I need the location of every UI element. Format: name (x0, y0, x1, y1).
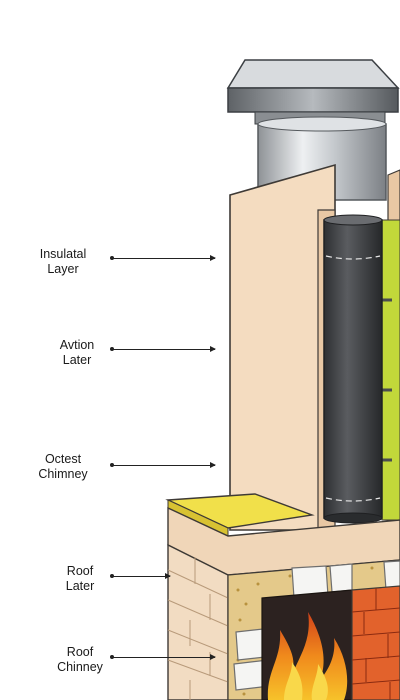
label-aviation-layer-line1: Avtion (59, 338, 95, 352)
label-insulation-layer: Insulatal Layer (8, 247, 118, 277)
label-roof-chimney-line1: Roof (66, 645, 94, 659)
label-chimney-line2: Chimney (38, 467, 88, 481)
label-aviation-layer: Avtion Later (22, 338, 132, 368)
leader-chimney (110, 462, 216, 468)
label-insulation-layer-line2: Layer (47, 262, 79, 276)
leader-insulation-layer (110, 255, 216, 261)
insulation-layer (381, 219, 400, 521)
label-roof-chimney: Roof Chinney (25, 645, 135, 675)
fire-flames (267, 612, 348, 700)
leader-aviation-layer (110, 346, 216, 352)
label-roof-layer-line2: Later (65, 579, 95, 593)
label-roof-chimney-line2: Chinney (57, 660, 103, 674)
label-chimney-line1: Octest (44, 452, 82, 466)
leader-roof-layer (110, 573, 171, 579)
left-brick-wall (167, 543, 229, 700)
chimney-cap (226, 59, 400, 125)
label-chimney: Octest Chimney (8, 452, 118, 482)
label-insulation-layer-line1: Insulatal (39, 247, 87, 261)
leader-roof-chimney (110, 654, 216, 660)
flue-liner (323, 214, 383, 524)
label-roof-layer-line1: Roof (66, 564, 94, 578)
label-aviation-layer-line2: Later (62, 353, 92, 367)
roof-flashing (165, 493, 315, 537)
label-roof-layer: Roof Later (25, 564, 135, 594)
